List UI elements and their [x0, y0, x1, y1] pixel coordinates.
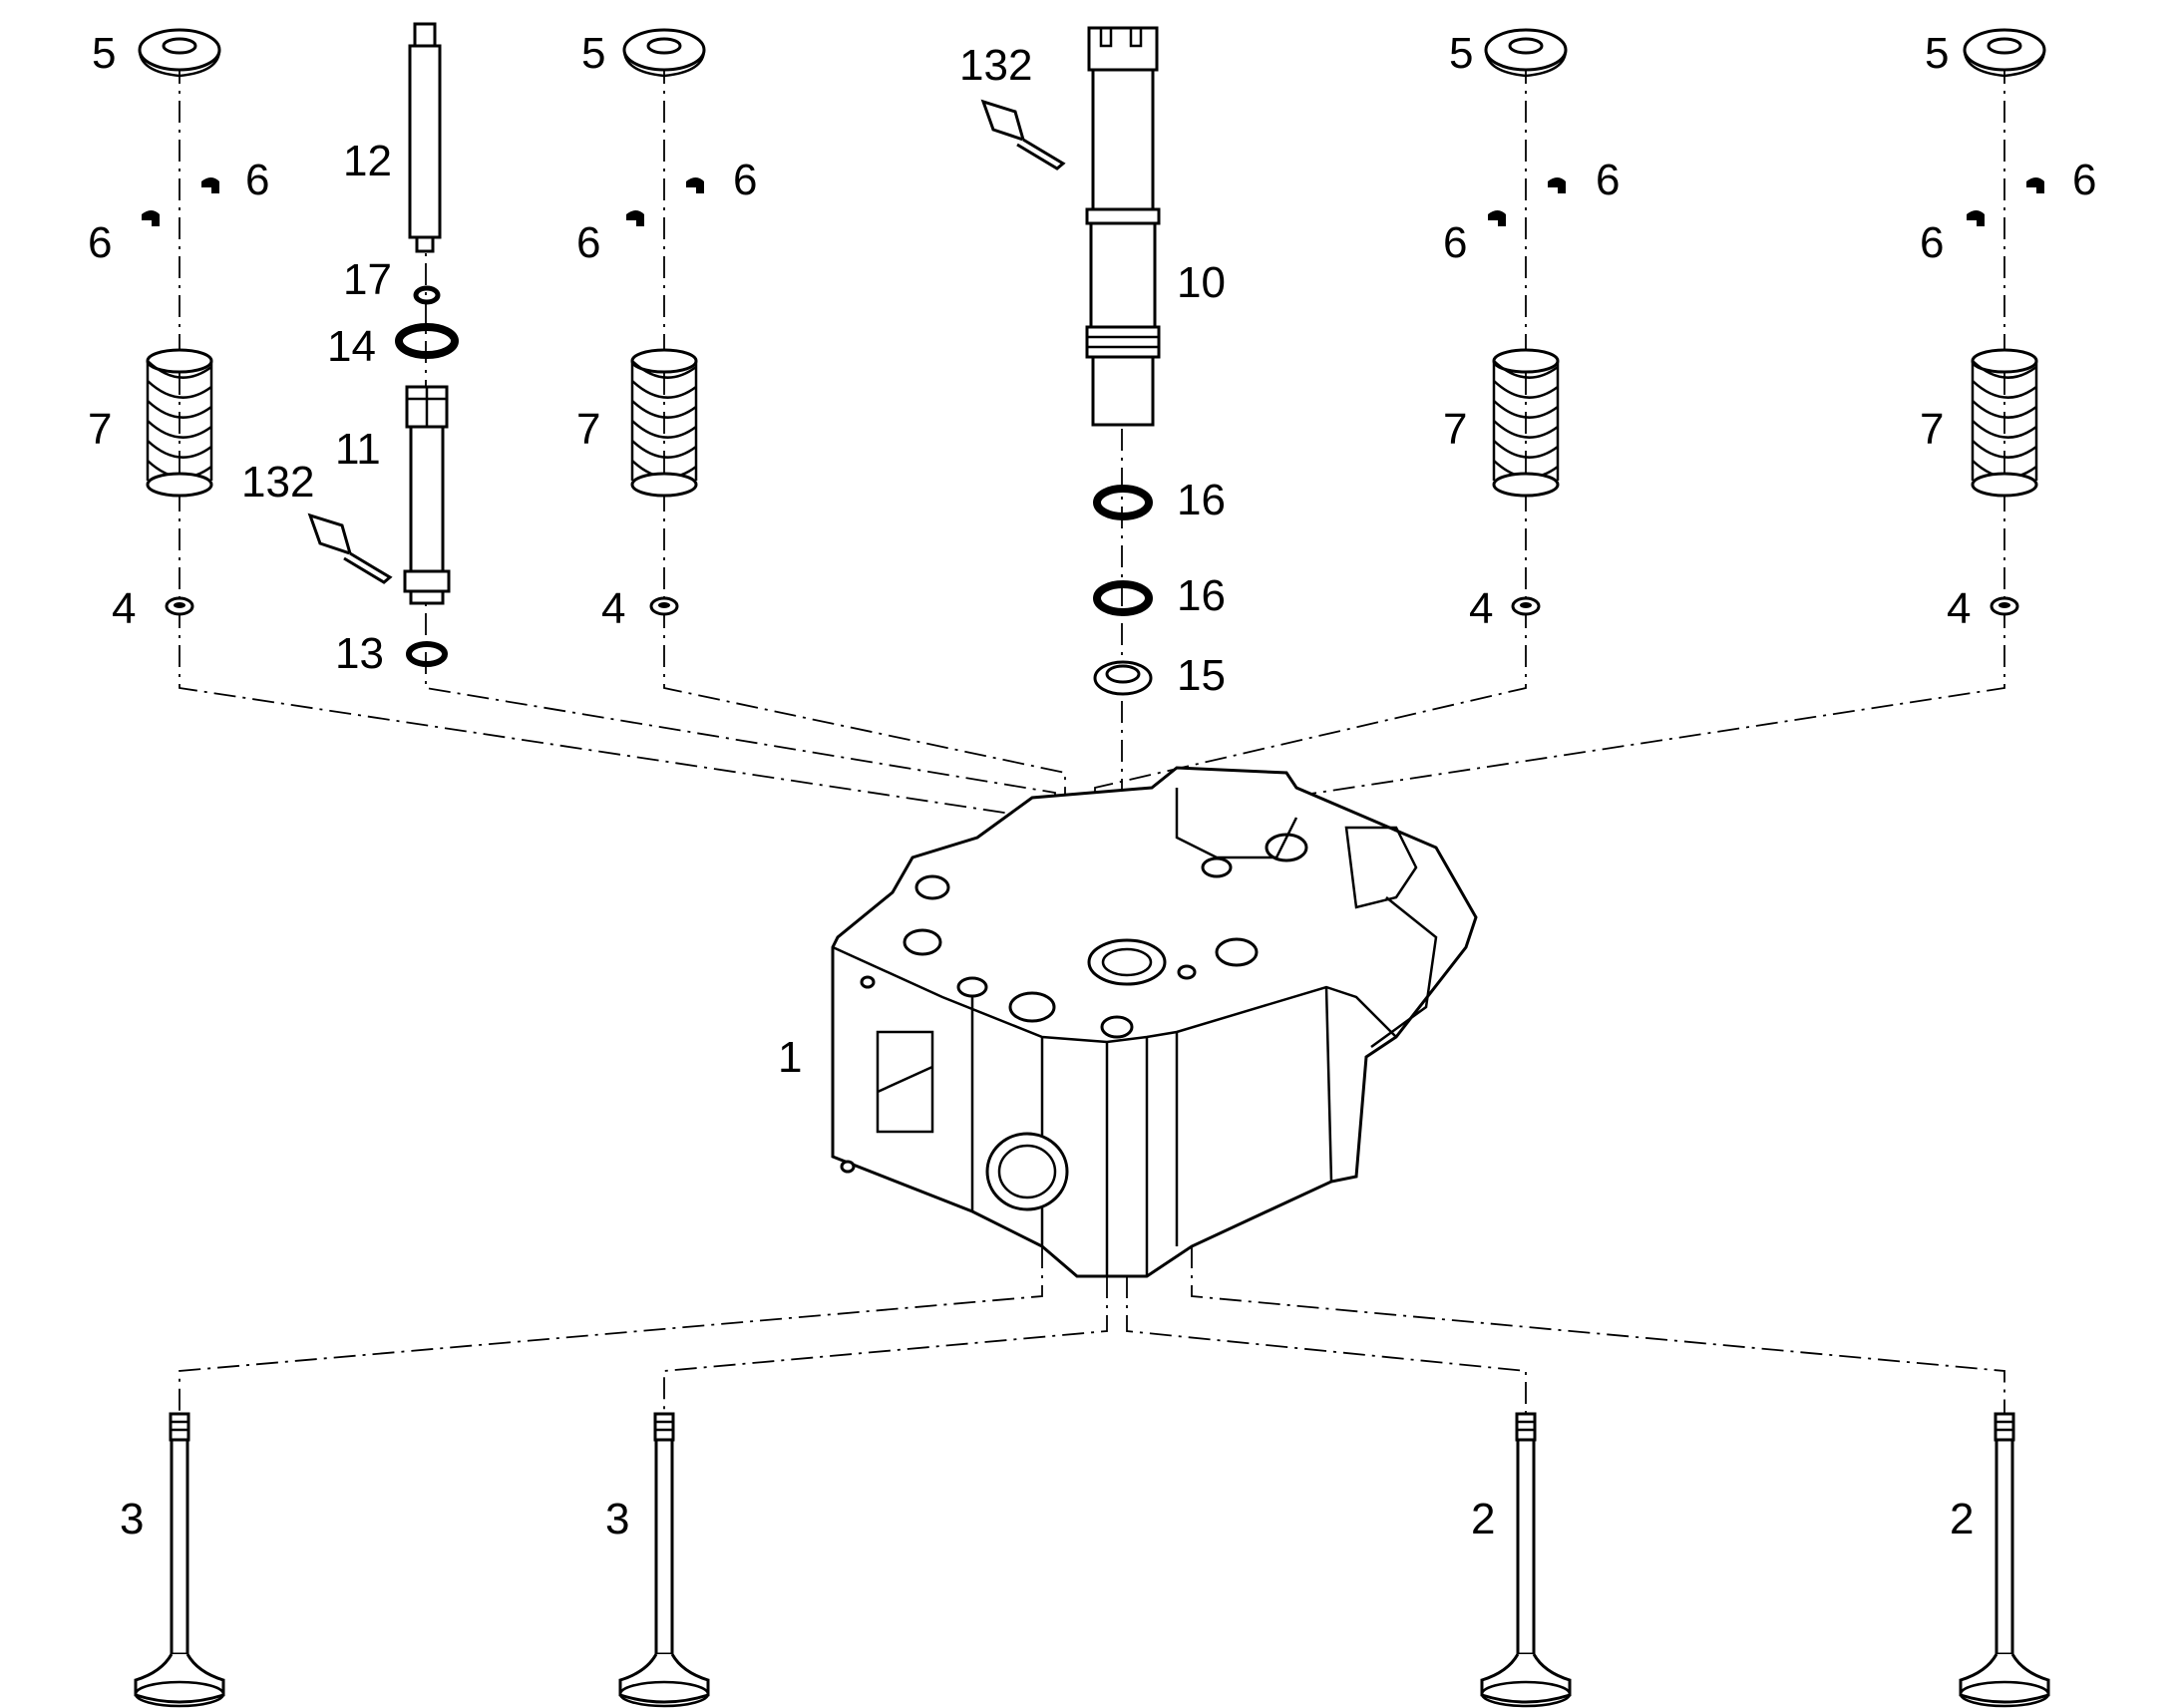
- intake-valve-2: [1959, 1412, 2050, 1708]
- ring-part-17: [413, 285, 441, 305]
- callout-16: 16: [1177, 571, 1226, 620]
- callout-3: 3: [605, 1495, 629, 1543]
- exhaust-valve-2: [618, 1412, 710, 1708]
- callout-6: 6: [2072, 156, 2096, 204]
- callout-4: 4: [112, 584, 136, 633]
- callout-6: 6: [1920, 218, 1944, 267]
- callout-2: 2: [1471, 1495, 1495, 1543]
- cylinder-head-part-1: [831, 766, 1478, 1278]
- callout-5: 5: [1449, 29, 1473, 78]
- callout-4: 4: [1469, 584, 1493, 633]
- injector-sleeve-part-10: [1085, 26, 1161, 427]
- callout-13: 13: [335, 629, 384, 678]
- callout-labels: 5 5 5 5 6 6 6 6 6 6 6 6 7 7 7 7 4 4 4 4 …: [88, 29, 2096, 1543]
- callout-16: 16: [1177, 476, 1226, 524]
- callout-12: 12: [343, 137, 392, 185]
- rod-part-12: [408, 22, 442, 253]
- callout-5: 5: [581, 29, 605, 78]
- o-ring-part-16-lower: [1093, 580, 1153, 616]
- seal-washer-part-15: [1093, 660, 1153, 696]
- o-ring-part-16-upper: [1093, 485, 1153, 520]
- callout-6: 6: [733, 156, 757, 204]
- callout-6: 6: [1443, 218, 1467, 267]
- valve-spring-cap-4: [1963, 28, 2046, 78]
- callout-17: 17: [343, 255, 392, 304]
- ring-part-13: [406, 641, 448, 667]
- sleeve-part-11: [403, 385, 451, 605]
- callout-4: 4: [601, 584, 625, 633]
- callout-5: 5: [92, 29, 116, 78]
- callout-6: 6: [245, 156, 269, 204]
- valve-spring-cap-1: [138, 28, 221, 78]
- callout-3: 3: [120, 1495, 144, 1543]
- callout-14: 14: [327, 322, 376, 371]
- callout-7: 7: [576, 405, 600, 454]
- callout-11: 11: [335, 425, 381, 474]
- callout-7: 7: [1920, 405, 1944, 454]
- callout-2: 2: [1950, 1495, 1974, 1543]
- exhaust-valve-1: [134, 1412, 225, 1708]
- callout-4: 4: [1947, 584, 1971, 633]
- valve-spring-cap-2: [622, 28, 706, 78]
- callout-132: 132: [959, 41, 1032, 90]
- callout-7: 7: [1443, 405, 1467, 454]
- intake-valve-1: [1480, 1412, 1572, 1708]
- callout-6: 6: [1596, 156, 1620, 204]
- callout-5: 5: [1925, 29, 1949, 78]
- valve-group: [134, 1412, 2050, 1708]
- callout-10: 10: [1177, 258, 1226, 307]
- callout-6: 6: [88, 218, 112, 267]
- valve-spring-cap-3: [1484, 28, 1568, 78]
- callout-6: 6: [576, 218, 600, 267]
- compound-tube-icon-1: [981, 100, 1065, 171]
- callout-132: 132: [241, 458, 314, 507]
- compound-tube-icon-2: [308, 513, 392, 584]
- callout-15: 15: [1177, 651, 1226, 700]
- ring-part-14: [395, 323, 459, 359]
- callout-7: 7: [88, 405, 112, 454]
- callout-1: 1: [778, 1033, 802, 1082]
